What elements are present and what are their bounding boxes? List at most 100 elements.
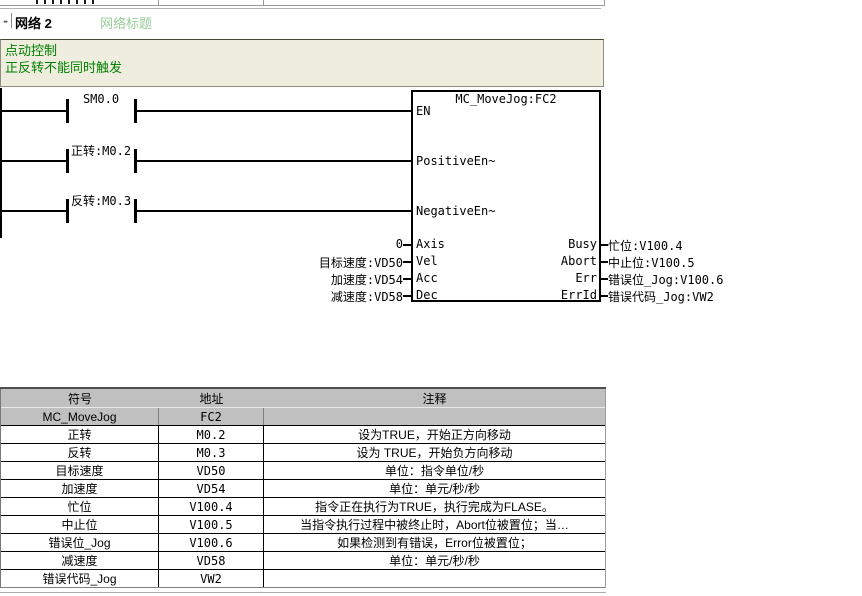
output-pin-stub	[599, 244, 608, 246]
fragment-bottom-line	[0, 5, 605, 6]
network-comment-box[interactable]: 点动控制 正反转不能同时触发	[0, 39, 604, 87]
block-pin-name: ErrId	[560, 288, 597, 302]
input-operand-value[interactable]: 目标速度:VD50	[318, 256, 403, 270]
cell-comment[interactable]: 如果检测到有错误，Error位被置位；	[337, 536, 532, 550]
cell-address[interactable]: M0.3	[159, 444, 264, 461]
fragment-column-divider	[263, 0, 264, 5]
output-operand-value[interactable]: 错误位_Jog:V100.6	[608, 273, 724, 287]
cell-address[interactable]: FC2	[159, 408, 264, 425]
cell-symbol[interactable]: 忙位	[1, 498, 159, 515]
comment-line: 点动控制	[5, 43, 58, 58]
cell-symbol[interactable]: 反转	[1, 444, 159, 461]
input-pin-stub	[403, 244, 411, 246]
cell-address[interactable]: VD54	[159, 480, 264, 497]
rung-wire-right	[137, 210, 412, 212]
cell-symbol[interactable]: 减速度	[1, 552, 159, 569]
output-pin-stub	[599, 261, 608, 263]
rung-wire-left	[2, 160, 66, 162]
input-pin-stub	[403, 278, 411, 280]
input-operand-value[interactable]: 0	[395, 237, 403, 251]
network-title[interactable]: 网络 2	[15, 16, 52, 31]
mc-movejog-function-block[interactable]	[411, 90, 601, 302]
block-pin-name: Busy	[568, 237, 597, 251]
network-collapse-icon-bar	[11, 13, 12, 28]
block-pin-name: Dec	[416, 288, 438, 302]
contact-bar-left[interactable]	[66, 99, 69, 123]
symbol-table-header-row: 符号 地址 注释	[1, 389, 605, 408]
cell-address[interactable]: V100.4	[159, 498, 264, 515]
cell-address[interactable]: VD58	[159, 552, 264, 569]
block-pin-name: Abort	[560, 254, 597, 268]
cell-comment[interactable]: 设为 TRUE，开始负方向移动	[356, 446, 513, 460]
block-pin-name: Acc	[416, 271, 438, 285]
output-pin-stub	[599, 295, 608, 297]
block-pin-name: Vel	[416, 254, 438, 268]
network-collapse-icon[interactable]: -	[2, 14, 10, 28]
output-operand-value[interactable]: 错误代码_Jog:VW2	[608, 290, 714, 304]
comment-line: 正反转不能同时触发	[5, 60, 123, 75]
cell-comment[interactable]	[264, 408, 605, 425]
cell-symbol[interactable]: MC_MoveJog	[1, 408, 159, 425]
rung-wire-right	[137, 110, 412, 112]
cell-address[interactable]: M0.2	[159, 426, 264, 443]
cell-address[interactable]: VD50	[159, 462, 264, 479]
clipped-text-remnant	[36, 0, 100, 4]
header-address: 地址	[199, 391, 224, 406]
cell-address[interactable]: VW2	[159, 570, 264, 587]
input-pin-stub	[403, 261, 411, 263]
contact-bar-right[interactable]	[134, 149, 137, 173]
output-operand-value[interactable]: 忙位:V100.4	[608, 239, 683, 253]
cell-address[interactable]: V100.5	[159, 516, 264, 533]
power-rail-left	[0, 88, 2, 238]
fragment-right-edge	[604, 0, 605, 5]
cell-comment[interactable]: 指令正在执行为TRUE，执行完成为FLASE。	[315, 500, 554, 514]
header-symbol: 符号	[67, 391, 92, 406]
block-pin-name: Err	[575, 271, 597, 285]
fragment-shadow-line	[0, 8, 601, 9]
block-pin-name: EN	[416, 104, 431, 118]
input-operand-value[interactable]: 减速度:VD58	[330, 290, 403, 304]
contact-operand-label[interactable]: 反转:M0.3	[70, 194, 132, 208]
fragment-column-divider	[158, 0, 159, 5]
cell-comment[interactable]: 设为TRUE，开始正方向移动	[358, 428, 511, 442]
cell-symbol[interactable]: 目标速度	[1, 462, 159, 479]
contact-bar-left[interactable]	[66, 199, 69, 223]
cell-comment[interactable]: 单位：单元/秒/秒	[389, 554, 480, 568]
contact-bar-right[interactable]	[134, 199, 137, 223]
header-comment: 注释	[422, 391, 447, 406]
cell-symbol[interactable]: 中止位	[1, 516, 159, 533]
function-block-title[interactable]: MC_MoveJog:FC2	[455, 92, 557, 106]
contact-bar-left[interactable]	[66, 149, 69, 173]
network-title-placeholder[interactable]: 网络标题	[100, 16, 153, 31]
symbol-table-bottom-line	[0, 592, 606, 593]
rung-wire-left	[2, 110, 66, 112]
contact-bar-right[interactable]	[134, 99, 137, 123]
cell-comment[interactable]	[264, 570, 605, 587]
cell-comment[interactable]: 单位：指令单位/秒	[384, 464, 485, 478]
input-pin-stub	[403, 295, 411, 297]
cell-symbol[interactable]: 加速度	[1, 480, 159, 497]
symbol-table-top-border	[0, 387, 606, 389]
contact-operand-label[interactable]: SM0.0	[82, 92, 120, 106]
input-operand-value[interactable]: 加速度:VD54	[330, 273, 403, 287]
cell-address[interactable]: V100.6	[159, 534, 264, 551]
cell-comment[interactable]: 单位：单元/秒/秒	[389, 482, 480, 496]
cell-comment[interactable]: 当指令执行过程中被终止时，Abort位被置位；当…	[300, 518, 569, 532]
cell-symbol[interactable]: 正转	[1, 426, 159, 443]
cell-symbol[interactable]: 错误位_Jog	[1, 534, 159, 551]
contact-operand-label[interactable]: 正转:M0.2	[70, 144, 132, 158]
cell-symbol[interactable]: 错误代码_Jog	[1, 570, 159, 587]
output-operand-value[interactable]: 中止位:V100.5	[608, 256, 695, 270]
